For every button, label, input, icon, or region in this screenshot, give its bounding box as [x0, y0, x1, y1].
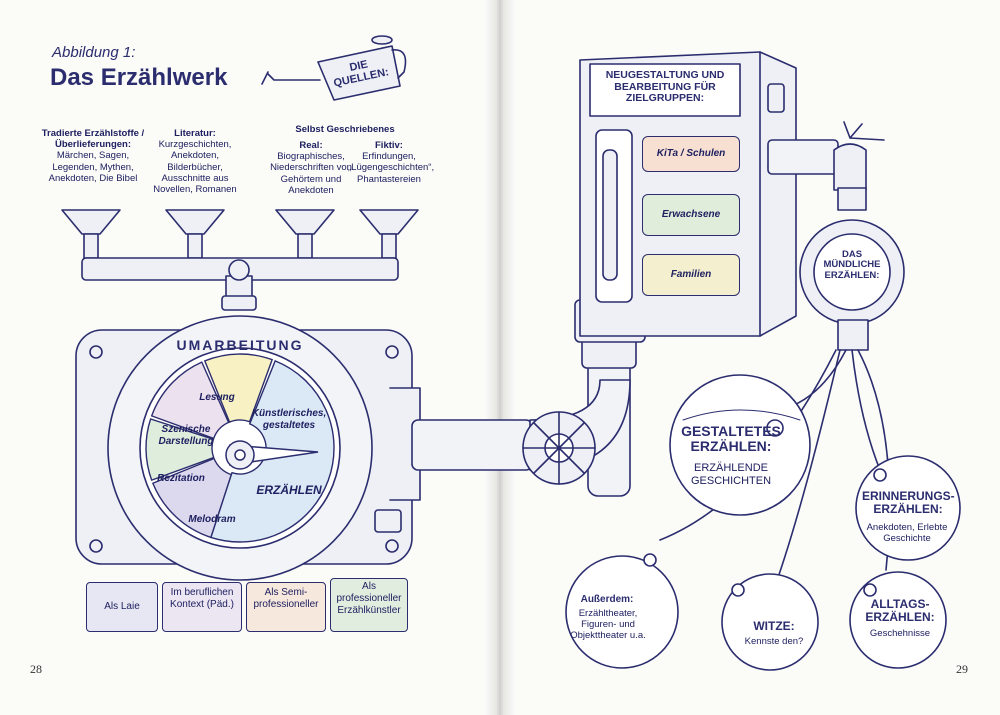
source-group-title: Selbst Geschriebenes	[295, 124, 395, 135]
bottom-box-profi: Als professioneller Erzählkünstler	[330, 578, 408, 632]
zielgruppe-kita-schulen: KiTa / Schulen	[642, 136, 740, 172]
source-column-real: Real: Biographisches, Niederschriften vo…	[270, 140, 352, 196]
bottom-box-semi: Als Semi-professioneller	[246, 582, 326, 632]
segment-melodram: Melodram	[188, 514, 236, 525]
muendliches-erzaehlen-gauge	[799, 121, 905, 351]
zielgruppen-machine	[579, 51, 839, 337]
bottom-box-laie: Als Laie	[86, 582, 158, 632]
page-number-right: 29	[956, 662, 968, 676]
page-title: Das Erzählwerk	[50, 64, 228, 91]
output-witze-heading: WITZE:	[753, 619, 795, 633]
output-alltag-heading: ALLTAGS-ERZÄHLEN:	[865, 597, 935, 625]
output-alltag-text: Geschehnisse	[869, 628, 931, 639]
source-column-tradiert: Tradierte Erzählstoffe / Überlieferungen…	[41, 128, 145, 184]
source-column-fiktiv: Fiktiv: Erfindungen, „Lügengeschichten“,…	[348, 140, 435, 185]
source-manifold-pipe	[81, 257, 399, 311]
gauge-label: DAS MÜNDLICHE ERZÄHLEN:	[823, 249, 881, 281]
segment-rezitation: Rezitation	[157, 473, 205, 484]
source-funnels	[61, 209, 419, 259]
segment-lesung: Lesung	[199, 392, 235, 403]
dial-segment-lesung	[203, 353, 274, 423]
dial-segment-szenische	[150, 361, 230, 440]
output-bulbs	[565, 374, 961, 671]
output-gestaltetes-text: ERZÄHLENDE GESCHICHTEN	[690, 462, 772, 487]
output-ausserdem-heading: Außerdem:	[580, 594, 634, 605]
segment-erzaehlen-word: ERZÄHLEN	[256, 483, 322, 497]
page-number-left: 28	[30, 662, 42, 676]
zielgruppen-heading: NEUGESTALTUNG UND BEARBEITUNG FÜR ZIELGR…	[605, 69, 725, 105]
output-witze-text: Kennste den?	[744, 636, 804, 647]
book-gutter	[485, 0, 515, 715]
watering-can-icon	[261, 35, 407, 101]
output-gestaltetes-heading: GESTALTETES ERZÄHLEN:	[681, 423, 781, 455]
dial-pointer-icon	[225, 440, 319, 470]
output-erinnerung-text: Anekdoten, Erlebte Geschichte	[866, 522, 948, 545]
bottom-box-beruflich: Im beruflichen Kontext (Päd.)	[162, 582, 242, 632]
dial-segment-melodram	[151, 457, 233, 539]
output-erinnerung-heading: ERINNERUNGS-ERZÄHLEN:	[862, 489, 955, 517]
zielgruppe-erwachsene: Erwachsene	[642, 194, 740, 236]
umarbeitung-label: UMARBEITUNG	[176, 337, 304, 353]
valve-wheel-icon	[522, 411, 596, 485]
dial-segment-rezitation	[145, 418, 215, 482]
source-column-literatur: Literatur: Kurzgeschichten, Anekdoten, B…	[153, 128, 237, 196]
segment-kuenstlerisches: Künstlerisches, gestaltetes	[251, 408, 327, 431]
segment-szenische-darstellung: Szenische Darstellung	[158, 424, 214, 447]
figure-label: Abbildung 1:	[52, 44, 136, 61]
output-ausserdem-text: Erzähltheater, Figuren- und Objekttheate…	[570, 608, 646, 642]
zielgruppe-familien: Familien	[642, 254, 740, 296]
